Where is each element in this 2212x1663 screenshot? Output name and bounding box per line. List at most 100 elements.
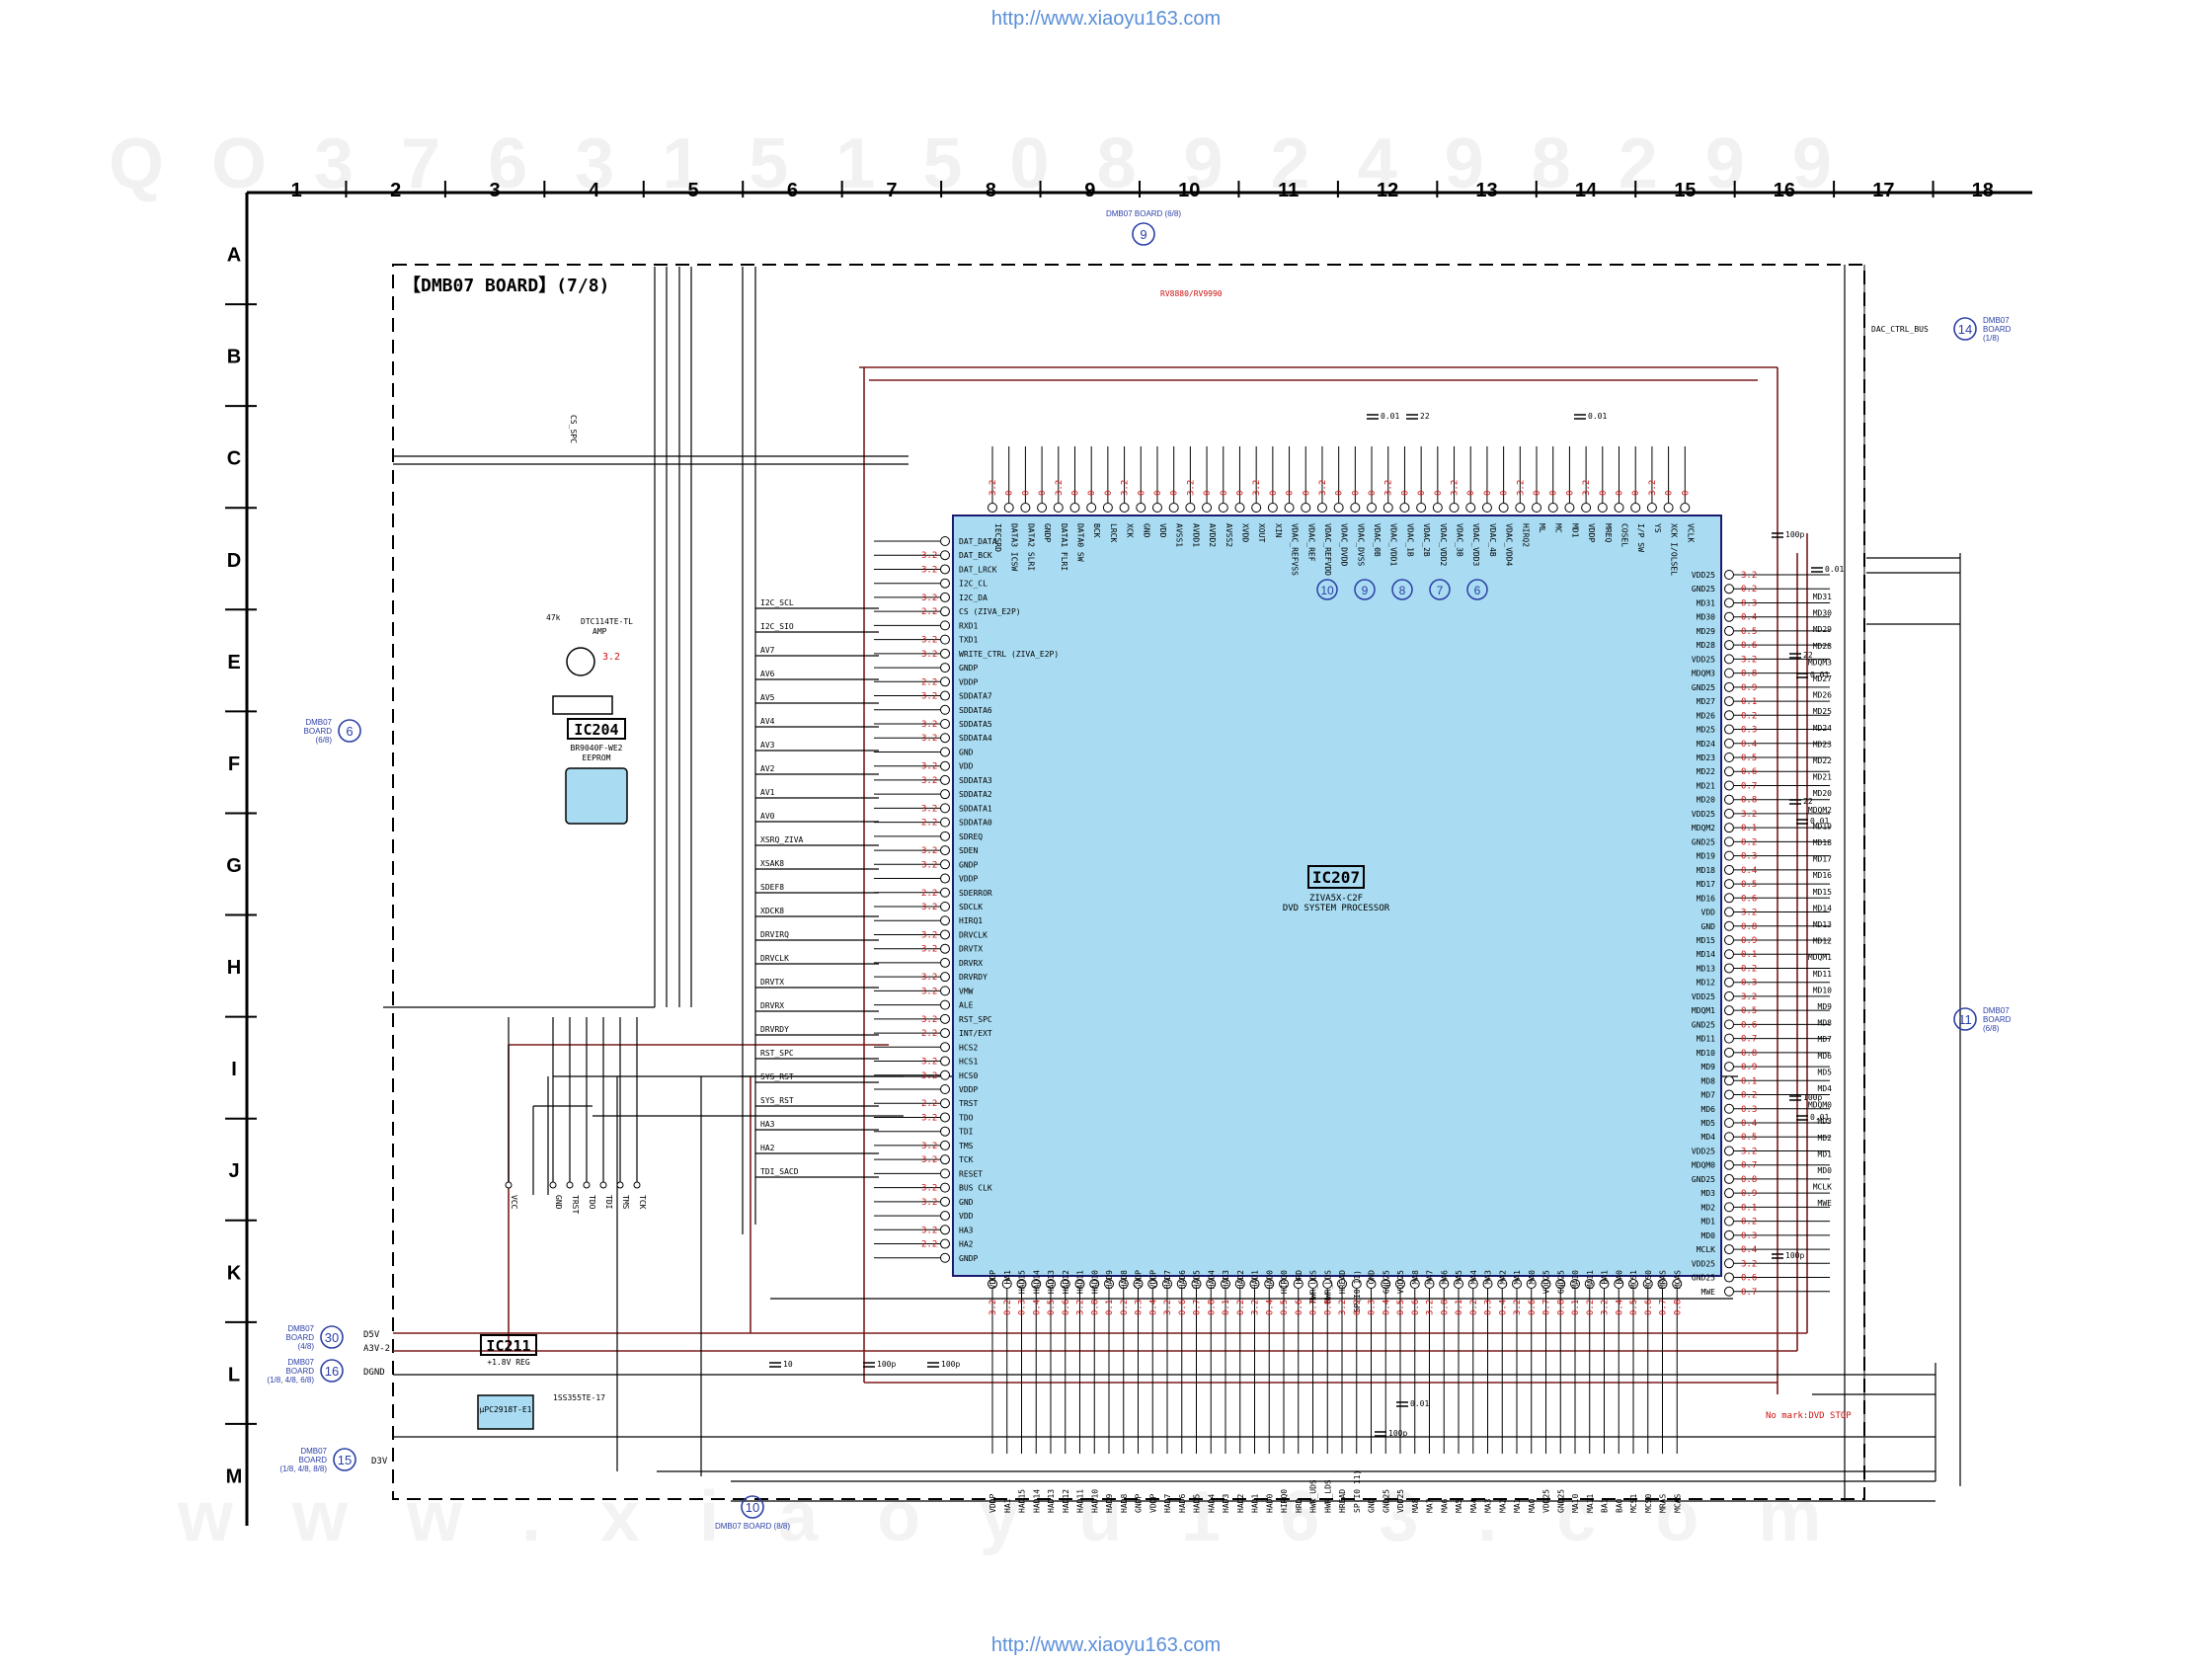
connector-left16-number: 16: [325, 1364, 339, 1379]
ic207-right-pin-voltage: 0.2: [1741, 711, 1757, 721]
ic204-part: BR9040F-WE2: [571, 744, 623, 752]
connector-left16-circle: [320, 1359, 344, 1383]
ic207-top-pin-voltage: 0: [1599, 491, 1609, 496]
ic207-left-pin: [940, 774, 950, 785]
ic207-bottom-pin-label: HA1: [1003, 1270, 1012, 1285]
ic207-left-pin-label: TMS: [959, 1142, 974, 1150]
ic207-bottom-pin: [1599, 1279, 1610, 1289]
ic207-left-pin-label: WRITE_CTRL (ZIVA_E2P): [959, 650, 1059, 659]
ic207-bottom-pin: [1381, 1279, 1391, 1289]
grid-col-label: 18: [1972, 180, 1994, 201]
ic204-ref: IC204: [574, 721, 618, 739]
ic207-left-pin: [940, 1112, 950, 1123]
ic207-bottom-pin-voltage: 0.6: [1178, 1300, 1188, 1315]
ic207-right-pin-label: GND25: [1692, 837, 1715, 846]
ic207-top-pin-voltage: 0: [1087, 491, 1097, 496]
ic207-bottom-pin-voltage: 0.3: [1135, 1300, 1145, 1315]
connector-right11-label: BOARD: [1983, 1015, 2012, 1024]
ic207-top-pin: [1382, 503, 1393, 513]
ic207-bottom-pin-voltage: 0.8: [1090, 1300, 1100, 1315]
ic207-right-pin: [1724, 1019, 1734, 1030]
ic207-right-pin-voltage: 0.5: [1741, 753, 1757, 763]
ic207-bottom-pin: [1395, 1279, 1405, 1289]
ic207-right-pin: [1724, 597, 1734, 608]
ic207-right-pin-voltage: 0.4: [1741, 613, 1757, 623]
ic207-bottom-pin-label: GND: [1368, 1270, 1377, 1285]
ic207-left-pin-label: HA2: [959, 1240, 974, 1249]
ic207-left-pin-label: SDDATA3: [959, 776, 992, 785]
ic207-bottom-pin-label: HAD0: [1265, 1270, 1274, 1289]
ic207-top-pin-label: VDAC_4B: [1488, 523, 1497, 557]
ic207-top-pin-label: VDAC_DVSS: [1356, 523, 1365, 567]
left-signal-label: HA2: [760, 1144, 775, 1152]
ic207-bottom-pin: [1482, 1279, 1493, 1289]
ic207-right-pin-label: MD20: [1697, 796, 1715, 805]
grid-col-label: 1: [291, 180, 302, 201]
ic207-left-pin-label: RXD1: [959, 621, 978, 630]
ic207-bottom-pin: [1628, 1279, 1638, 1289]
ic207-bottom-pin: [1279, 1279, 1289, 1289]
ic207-right-pin: [1724, 850, 1734, 861]
ic207-right-pin-label: MD25: [1697, 726, 1715, 735]
ic207-left-pin: [940, 1028, 950, 1039]
ic207-right-pin-label: MCLK: [1697, 1245, 1715, 1254]
ic207-right-pin: [1724, 570, 1734, 580]
connector-left15-signal: D3V: [371, 1457, 388, 1466]
ic207-right-pin-voltage: 0.5: [1741, 1006, 1757, 1016]
ic207-right-pin-label: MDQM0: [1692, 1161, 1715, 1170]
ic207-bottom-pin-voltage: 0.2: [1469, 1300, 1479, 1315]
ic207-left-pin-label: SDDATA0: [959, 819, 992, 828]
ic207-bottom-pin: [1351, 1279, 1362, 1289]
ic207-left-pin: [940, 1013, 950, 1024]
left-signal-label: I2C_SCL: [760, 598, 794, 607]
ic207-bottom-net-label: GNDP: [1135, 1494, 1144, 1513]
ic204-ref-box: [567, 718, 626, 740]
ic207-top-pin-label: VDAC_VDD3: [1471, 523, 1480, 567]
ic207-bottom-pin: [1060, 1279, 1070, 1289]
ic207-bottom-net-label: MA0: [1528, 1498, 1537, 1513]
right-signal-label: MD26: [1813, 691, 1832, 700]
ic207-bottom-net-label: HAD2: [1236, 1494, 1245, 1513]
right-signal-label: MD9: [1818, 1002, 1833, 1011]
vdac-connector-circle: [1354, 579, 1376, 600]
ic207-left-pin-voltage: 3.2: [921, 1071, 937, 1081]
ic207-left-pin-label: HA3: [959, 1226, 974, 1234]
ic207-right-pin-voltage: 0.3: [1741, 979, 1757, 989]
ic207-top-pin: [1680, 503, 1691, 513]
ic207-bottom-net-label: GND: [1368, 1498, 1377, 1513]
ic207-left-pin-label: SDDATA7: [959, 692, 992, 701]
ic207-left-pin-voltage: 3.2: [921, 551, 937, 561]
ic207-left-pin-label: I2C_CL: [959, 580, 988, 589]
ic207-bottom-net-label: HAD5: [1193, 1494, 1202, 1513]
ic207-right-pin-voltage: 0.3: [1741, 1105, 1757, 1115]
ic207-right-pin-voltage: 3.2: [1741, 909, 1757, 918]
ic211-body: [477, 1394, 534, 1430]
ic207-bottom-pin-label: BA0: [1615, 1270, 1623, 1285]
grid-row-label: A: [227, 245, 241, 267]
test-point-label: TDO: [588, 1195, 596, 1210]
ic207-bottom-pin-label: VDDP: [988, 1270, 997, 1289]
ic207-left-pin: [940, 704, 950, 715]
ic207-bottom-net-label: HIRQ0: [1280, 1489, 1289, 1513]
ic207-top-pin-voltage: 0: [1434, 491, 1444, 496]
left-signal-label: AV0: [760, 812, 775, 821]
ic207-bottom-net-label: BA0: [1615, 1498, 1623, 1513]
ic207-top-pin-label: VCLK: [1686, 523, 1695, 542]
ic207-top-pin-label: AVDD1: [1191, 523, 1200, 547]
amp-resistor: 47k: [546, 613, 561, 622]
ic207-right-pin: [1724, 823, 1734, 833]
ic207-left-pin-label: RESET: [959, 1169, 983, 1178]
ic207-left-pin: [940, 1225, 950, 1235]
ic207-left-pin-label: GND: [959, 1198, 974, 1207]
ic207-left-pin-voltage: 3.2: [921, 1058, 937, 1068]
ic207-left-pin-label: HIRQ1: [959, 916, 983, 925]
ic207-bottom-pin-label: MA10: [1571, 1270, 1580, 1289]
ic207-bottom-pin-label: HAD9: [1105, 1270, 1114, 1289]
ic207-bottom-net-label: MA6: [1440, 1498, 1449, 1513]
ic207-right-pin-voltage: 3.2: [1741, 1147, 1757, 1156]
ic207-top-pin-voltage: 3.2: [1384, 480, 1394, 496]
ic207-left-pin: [940, 536, 950, 546]
ic207-left-pin-voltage: 3.2: [921, 594, 937, 603]
grid-row-label: H: [227, 957, 241, 979]
ic207-left-pin: [940, 902, 950, 911]
